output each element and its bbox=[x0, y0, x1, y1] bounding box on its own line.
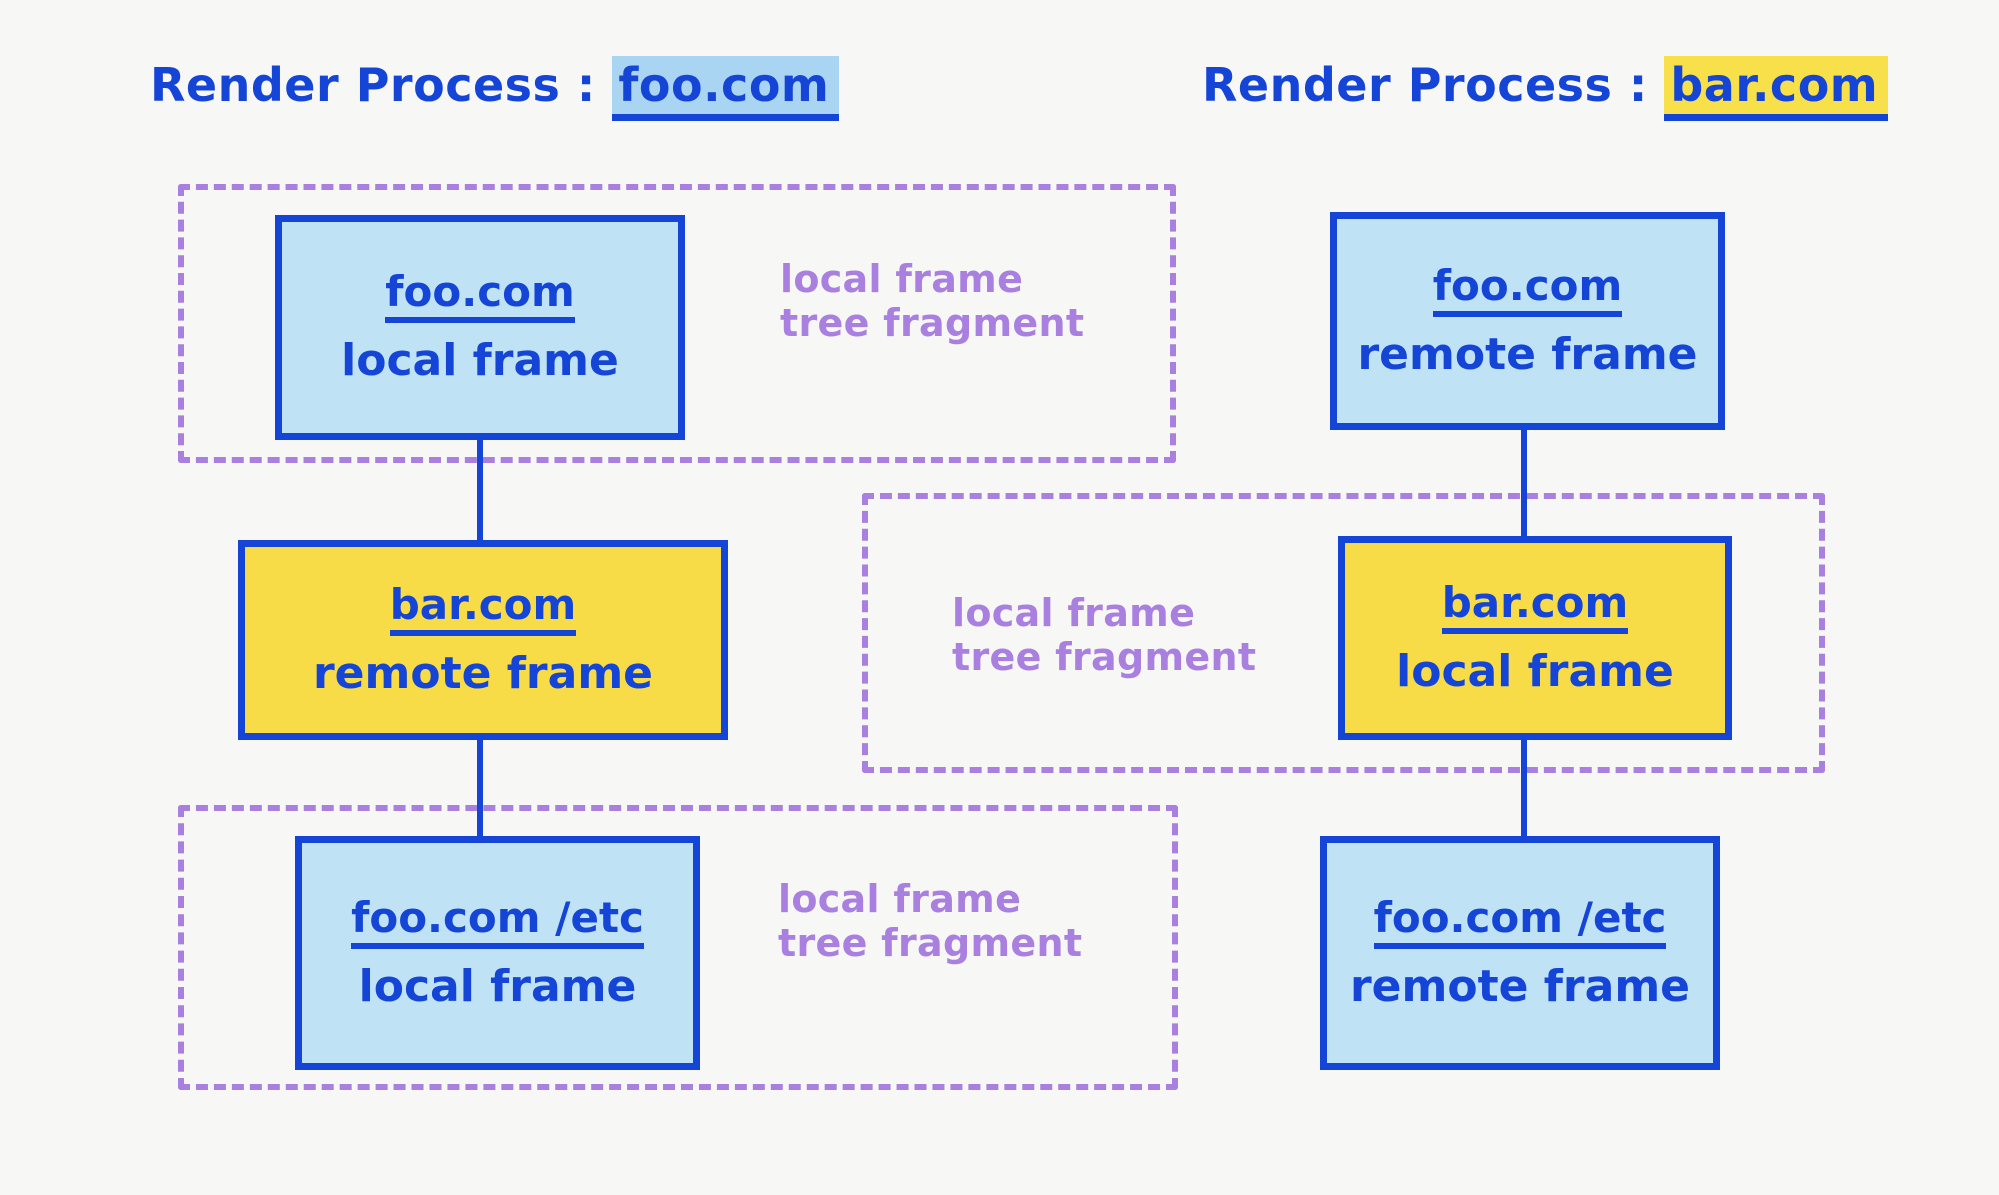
frame-node-url: foo.com /etc bbox=[1373, 894, 1667, 949]
frame-node-url: bar.com bbox=[389, 581, 577, 636]
frame-node-kind: local frame bbox=[358, 960, 637, 1012]
connector-left-1-2 bbox=[477, 438, 483, 544]
render-process-domain-right: bar.com bbox=[1664, 56, 1889, 121]
connector-right-2-3 bbox=[1521, 736, 1527, 839]
frame-node-kind: remote frame bbox=[312, 647, 654, 699]
connector-left-2-3 bbox=[477, 736, 483, 839]
frame-node-right-bar-local[interactable]: bar.com local frame bbox=[1338, 536, 1732, 740]
fragment-region-right-middle bbox=[862, 493, 1825, 773]
fragment-label-left-top: local frame tree fragment bbox=[780, 257, 1085, 345]
fragment-label-left-bottom: local frame tree fragment bbox=[778, 877, 1083, 965]
frame-node-url: foo.com bbox=[1432, 262, 1623, 317]
frame-node-url: bar.com bbox=[1441, 579, 1629, 634]
frame-node-right-fooetc-remote[interactable]: foo.com /etc remote frame bbox=[1320, 836, 1720, 1070]
render-process-label-right: Render Process : bbox=[1202, 58, 1665, 112]
render-process-title-foo: Render Process : foo.com bbox=[150, 56, 840, 121]
connector-right-1-2 bbox=[1521, 426, 1527, 538]
frame-node-left-fooetc-local[interactable]: foo.com /etc local frame bbox=[295, 836, 700, 1070]
fragment-label-right-middle: local frame tree fragment bbox=[952, 591, 1257, 679]
frame-node-kind: remote frame bbox=[1357, 328, 1698, 380]
frame-node-url: foo.com /etc bbox=[351, 894, 644, 949]
render-process-label-left: Render Process : bbox=[150, 58, 613, 112]
frame-node-kind: local frame bbox=[1396, 645, 1674, 697]
fragment-region-left-bottom bbox=[178, 805, 1178, 1090]
fragment-region-left-top bbox=[178, 184, 1176, 463]
frame-node-left-foo-local[interactable]: foo.com local frame bbox=[275, 215, 685, 440]
frame-node-left-bar-remote[interactable]: bar.com remote frame bbox=[238, 540, 728, 740]
frame-node-url: foo.com bbox=[385, 269, 575, 324]
frame-node-kind: remote frame bbox=[1349, 960, 1691, 1012]
render-process-title-bar: Render Process : bar.com bbox=[1202, 56, 1889, 121]
render-process-domain-left: foo.com bbox=[612, 56, 840, 121]
frame-node-right-foo-remote[interactable]: foo.com remote frame bbox=[1330, 212, 1725, 430]
frame-node-kind: local frame bbox=[341, 335, 619, 387]
